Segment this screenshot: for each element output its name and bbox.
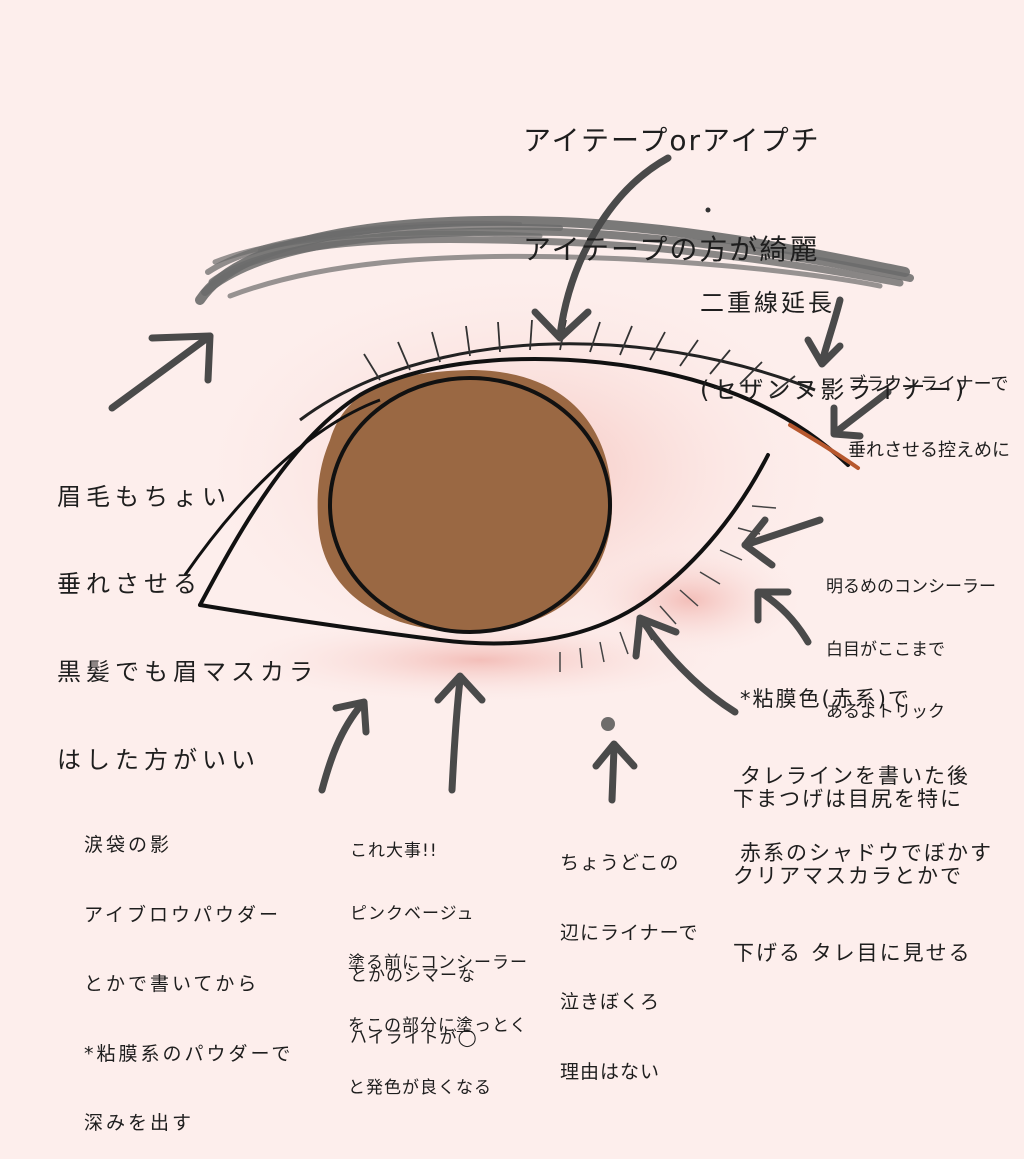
note-eyebrow-line2: 垂れさせる [57, 570, 202, 599]
arrow-brown-liner [830, 388, 892, 440]
note-eyebrow-line1: 眉毛もちょい [57, 482, 231, 511]
note-eyebrow: 眉毛もちょい 垂れさせる 黒髪でも眉マスカラ はした方がいい [57, 424, 318, 804]
arrow-eyebrow [108, 332, 214, 412]
note-concealer-white-line1: 明るめのコンシーラー [826, 577, 996, 598]
note-lower-lashes: 下まつげは目尻を特に クリアマスカラとかで 下げる タレ目に見せる [733, 736, 972, 992]
note-highlight-line3: とかのシマーな [350, 965, 476, 986]
note-double-line: 二重線延長 (セザンヌ影ライナー) [700, 230, 967, 435]
note-eyebrow-line3: 黒髪でも眉マスカラ [57, 658, 318, 687]
note-mole-line3: 泣きぼくろ [560, 991, 661, 1014]
note-mole-line4: 理由はない [560, 1060, 661, 1083]
eyebrow [195, 215, 914, 305]
iris [317, 370, 613, 632]
note-mole-line2: 辺にライナーで [560, 921, 699, 944]
note-double-line-line2: (セザンヌ影ライナー) [700, 376, 968, 405]
arrow-tear-bag [318, 698, 370, 794]
note-brown-liner-line1: ブラウンライナーで [848, 373, 1009, 395]
arrow-lower-lashes [632, 614, 739, 716]
arrow-double-line [804, 296, 844, 368]
note-mucosa-line3: 赤系のシャドウでぼかす [740, 840, 993, 865]
note-lower-lashes-line2: クリアマスカラとかで [733, 864, 963, 889]
note-double-line-line1: 二重線延長 [700, 288, 835, 317]
note-mucosa-line1: *粘膜色(赤系)で [740, 687, 911, 712]
note-brown-liner-line2: 垂れさせる控えめに [848, 439, 1010, 461]
note-mucosa: *粘膜色(赤系)で タレラインを書いた後 赤系のシャドウでぼかす [740, 636, 993, 892]
note-brown-liner: ブラウンライナーで 垂れさせる控えめに [848, 330, 1010, 484]
eye-makeup-illustration [108, 154, 914, 804]
note-mole: ちょうどこの 辺にライナーで 泣きぼくろ 理由はない [560, 806, 698, 1107]
note-eyetape: アイテープorアイプチ アイテープの方が綺麗 [523, 50, 821, 305]
brown-liner-tail [788, 423, 860, 470]
note-lower-lashes-line3: 下げる タレ目に見せる [733, 940, 972, 965]
iris-outline [328, 376, 612, 634]
note-highlight-line2: ピンクベージュ [350, 903, 475, 924]
note-concealer-before: 塗る前にコンシーラー をこの部分に塗っとく と発色が良くなる [348, 912, 528, 1119]
note-concealer-before-line1: 塗る前にコンシーラー [348, 953, 528, 974]
arrow-concealer-white [741, 516, 824, 569]
note-concealer-before-line3: と発色が良くなる [348, 1077, 492, 1098]
note-concealer-white-line3: あるよトリック [826, 701, 945, 722]
upper-eyelid-line [198, 357, 850, 607]
note-concealer-white-line2: 白目がここまで [826, 639, 945, 660]
note-eyebrow-line4: はした方がいい [57, 745, 260, 774]
tear-mole [601, 717, 615, 731]
note-tear-bag-shadow-line1: 涙袋の影 [84, 834, 173, 857]
note-eyetape-line1: アイテープorアイプチ [523, 123, 821, 157]
outer-corner-shadow [570, 540, 810, 660]
note-tear-bag-shadow-line2: アイブロウパウダー [84, 903, 282, 926]
note-concealer-white: 明るめのコンシーラー 白目がここまで あるよトリック [826, 536, 996, 743]
arrow-mucosa [754, 588, 812, 646]
note-tear-bag-shadow-line4: *粘膜系のパウダーで [84, 1042, 294, 1065]
upper-eyelid-inner [183, 398, 381, 576]
note-highlight-line1: これ大事!! [350, 841, 438, 862]
arrow-highlight [434, 672, 486, 794]
note-mole-line1: ちょうどこの [560, 852, 680, 875]
lower-eyelid-line [198, 453, 770, 646]
note-tear-bag-shadow-line3: とかで書いてから [84, 973, 260, 996]
arrow-eyetape [531, 154, 672, 342]
note-lower-lashes-line1: 下まつげは目尻を特に [733, 787, 963, 812]
note-tear-bag-shadow-line5: 深みを出す [84, 1112, 195, 1135]
small-dot [705, 207, 711, 213]
arrow-mole [592, 740, 638, 804]
note-mucosa-line2: タレラインを書いた後 [740, 764, 970, 789]
note-concealer-before-line2: をこの部分に塗っとく [348, 1015, 528, 1036]
note-tear-bag-shadow: 涙袋の影 アイブロウパウダー とかで書いてから *粘膜系のパウダーで 深みを出す [84, 788, 293, 1159]
note-eyetape-line2: アイテープの方が綺麗 [523, 232, 820, 266]
